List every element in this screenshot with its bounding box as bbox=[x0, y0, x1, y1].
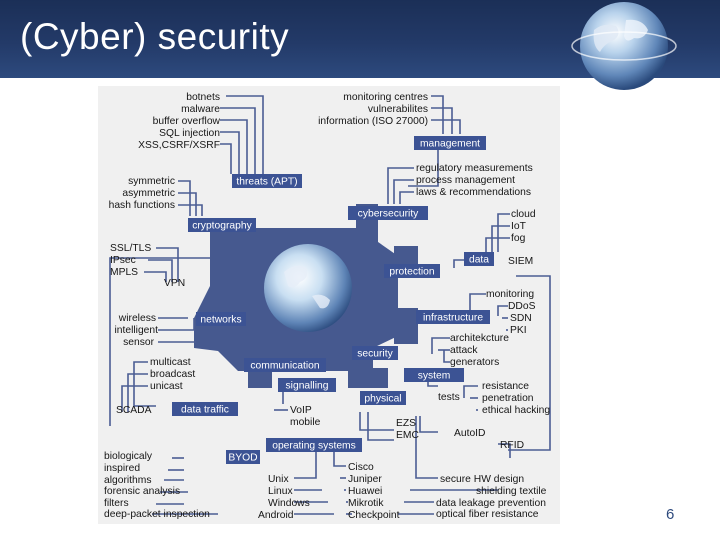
label-vpn: VPN bbox=[164, 278, 185, 289]
cryptography-label: cryptography bbox=[192, 221, 252, 232]
operating-systems-label: operating systems bbox=[272, 441, 356, 452]
label-scada: SCADA bbox=[116, 405, 152, 416]
label-data-leakage: data leakage prevention bbox=[436, 498, 546, 509]
label-unix: Unix bbox=[268, 474, 289, 485]
physical-label: physical bbox=[364, 394, 401, 405]
label-architekcture: architekcture bbox=[450, 333, 509, 344]
label-juniper: Juniper bbox=[348, 474, 382, 485]
infrastructure-label: infrastructure bbox=[423, 313, 483, 324]
label-generators: generators bbox=[450, 357, 499, 368]
label-asymmetric: asymmetric bbox=[122, 188, 175, 199]
label-emc: EMC bbox=[396, 430, 419, 441]
system-label: system bbox=[418, 371, 451, 382]
label-ethical-hacking: ethical hacking bbox=[482, 405, 550, 416]
label-shielding-textile: shielding textile bbox=[476, 486, 547, 497]
label-hash-functions: hash functions bbox=[109, 200, 175, 211]
label-unicast: unicast bbox=[150, 381, 183, 392]
label-information-iso: information (ISO 27000) bbox=[318, 116, 428, 127]
label-mikrotik: Mikrotik bbox=[348, 498, 384, 509]
earth-globe bbox=[264, 244, 352, 332]
label-sdn: SDN bbox=[510, 313, 532, 324]
signalling-label: signalling bbox=[286, 381, 329, 392]
label-intelligent: intelligent bbox=[114, 325, 158, 336]
label-filters: filters bbox=[104, 498, 129, 509]
label-tests: tests bbox=[438, 392, 460, 403]
label-ipsec: IPsec bbox=[110, 255, 136, 266]
label-deep-packet: deep-packet inspection bbox=[104, 509, 210, 520]
label-penetration: penetration bbox=[482, 393, 534, 404]
label-rfid: RFID bbox=[500, 440, 524, 451]
label-cisco: Cisco bbox=[348, 462, 374, 473]
protection-label: protection bbox=[389, 267, 434, 278]
label-monitoring: monitoring bbox=[486, 289, 534, 300]
label-symmetric: symmetric bbox=[128, 176, 175, 187]
label-optical-fiber: optical fiber resistance bbox=[436, 509, 539, 520]
label-pki: PKI bbox=[510, 325, 527, 336]
label-checkpoint: Checkpoint bbox=[348, 510, 400, 521]
label-autoid: AutoID bbox=[454, 428, 485, 439]
label-vulnerabilites: vulnerabilites bbox=[368, 104, 428, 115]
data-traffic-label: data traffic bbox=[181, 405, 229, 416]
label-regulatory: regulatory measurements bbox=[416, 163, 533, 174]
communication-label: communication bbox=[250, 361, 320, 372]
byod-label: BYOD bbox=[228, 453, 257, 464]
globe-logo bbox=[560, 0, 688, 96]
label-huawei: Huawei bbox=[348, 486, 382, 497]
label-sensor: sensor bbox=[123, 337, 154, 348]
label-malware: malware bbox=[181, 104, 220, 115]
label-mpls: MPLS bbox=[110, 267, 138, 278]
label-ddos: DDoS bbox=[508, 301, 536, 312]
label-monitoring-centres: monitoring centres bbox=[343, 92, 428, 103]
label-multicast: multicast bbox=[150, 357, 191, 368]
label-windows: Windows bbox=[268, 498, 310, 509]
label-xss: XSS,CSRF/XSRF bbox=[138, 140, 220, 151]
label-mobile: mobile bbox=[290, 417, 321, 428]
label-botnets: botnets bbox=[186, 92, 220, 103]
threats-label: threats (APT) bbox=[236, 177, 297, 188]
label-cloud: cloud bbox=[511, 209, 536, 220]
label-ssl-tls: SSL/TLS bbox=[110, 243, 151, 254]
label-fog: fog bbox=[511, 233, 526, 244]
label-wireless: wireless bbox=[118, 313, 156, 324]
security-label: security bbox=[357, 349, 393, 360]
label-inspired: inspired bbox=[104, 463, 140, 474]
label-forensic-analysis: forensic analysis bbox=[104, 486, 180, 497]
label-resistance: resistance bbox=[482, 381, 529, 392]
management-label: management bbox=[420, 139, 480, 150]
label-ezs: EZS bbox=[396, 418, 416, 429]
label-laws: laws & recommendations bbox=[416, 187, 531, 198]
label-linux: Linux bbox=[268, 486, 293, 497]
label-biologicaly: biologicaly bbox=[104, 451, 153, 462]
label-android: Android bbox=[258, 510, 294, 521]
label-iot: IoT bbox=[511, 221, 527, 232]
label-voip: VoIP bbox=[290, 405, 312, 416]
label-buffer-overflow: buffer overflow bbox=[153, 116, 221, 127]
label-broadcast: broadcast bbox=[150, 369, 195, 380]
label-siem: SIEM bbox=[508, 256, 533, 267]
label-attack: attack bbox=[450, 345, 478, 356]
cybersecurity-label: cybersecurity bbox=[358, 209, 420, 220]
label-algorithms: algorithms bbox=[104, 475, 152, 486]
slide-title: (Cyber) security bbox=[20, 16, 289, 58]
label-sql-injection: SQL injection bbox=[159, 128, 220, 139]
label-secure-hw: secure HW design bbox=[440, 474, 524, 485]
security-mindmap: management threats (APT) cybersecurity c… bbox=[98, 86, 560, 524]
networks-label: networks bbox=[200, 315, 241, 326]
data-label: data bbox=[469, 255, 489, 266]
page-number: 6 bbox=[666, 506, 674, 523]
label-process-management: process management bbox=[416, 175, 515, 186]
